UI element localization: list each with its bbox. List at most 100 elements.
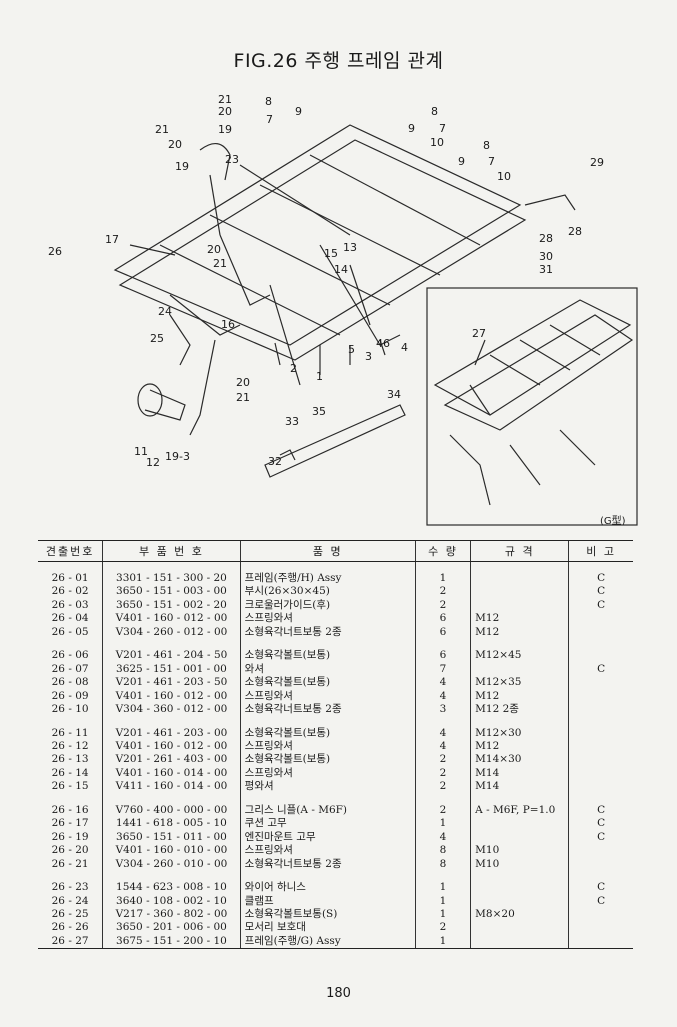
cell-part-name: 평와셔: [239, 780, 416, 794]
cell-part-name: 쿠션 고무: [239, 817, 416, 831]
callout-20: 20: [218, 105, 232, 118]
cell-ref-no: 26 - 17: [51, 817, 89, 830]
callout-30: 30: [539, 250, 553, 263]
cell-spec: M8×20: [470, 907, 569, 922]
spacer-cell: [470, 716, 569, 727]
spacer-cell: [239, 871, 416, 882]
callout-16: 16: [221, 318, 235, 331]
cell-quantity: 4: [414, 726, 471, 740]
cell-spec: [470, 585, 569, 599]
cell-remarks: [568, 907, 633, 922]
spacer-cell: [38, 562, 103, 573]
cell-quantity: 1: [414, 894, 471, 908]
spacer-cell: [568, 716, 633, 727]
cell-part-no: 3625 - 151 - 001 - 00: [102, 662, 241, 677]
spacer-cell: [568, 793, 633, 804]
cell-ref-no: 26 - 15: [51, 780, 89, 793]
callout-20b: 20: [168, 138, 182, 151]
cell-part-name: 소형육각볼트(보통): [239, 676, 416, 690]
spacer-cell: [470, 639, 569, 650]
spacer-cell: [239, 793, 416, 804]
cell-quantity: 2: [414, 921, 471, 935]
cell-ref-no: 26 - 06: [51, 649, 89, 662]
spacer-cell: [102, 716, 241, 727]
cell-part-no: 3650 - 201 - 006 - 00: [102, 921, 241, 935]
cell-remarks: [568, 766, 633, 781]
page-title: FIG.26 주행 프레임 관계: [233, 50, 444, 72]
cell-part-name: 프레임(주행/G) Assy: [239, 934, 416, 950]
cell-ref-no: 26 - 21: [51, 857, 89, 870]
cell-part-no: V760 - 400 - 000 - 00: [102, 803, 241, 818]
cell-quantity: 2: [414, 753, 471, 767]
col-header-remarks: 비 고: [568, 540, 633, 562]
callout-19b: 19: [175, 160, 189, 173]
group-spacer: [38, 716, 633, 727]
cell-remarks: [568, 753, 633, 767]
cell-ref-no: 26 - 04: [51, 612, 89, 625]
cell-spec: M12: [470, 625, 569, 640]
cell-part-no: V401 - 160 - 014 - 00: [102, 766, 241, 781]
cell-spec: [470, 598, 569, 613]
group-spacer: [38, 793, 633, 804]
cell-quantity: 4: [414, 739, 471, 754]
cell-part-name: 소형육각볼트(보통): [239, 649, 416, 663]
cell-remarks: [568, 649, 633, 663]
cell-spec: [470, 894, 569, 908]
cell-quantity: 2: [414, 598, 471, 613]
cell-remarks: [568, 780, 633, 794]
cell-ref-no: 26 - 03: [51, 598, 89, 611]
cell-quantity: 6: [414, 625, 471, 640]
cell-part-name: 소형육각너트보통 2종: [239, 625, 416, 640]
cell-remarks: [568, 726, 633, 740]
cell-part-name: 그리스 니플(A - M6F): [239, 803, 416, 818]
group-spacer: [38, 639, 633, 650]
callout-21c: 21: [213, 257, 227, 270]
cell-remarks: [568, 612, 633, 626]
cell-quantity: 8: [414, 857, 471, 872]
exploded-parts-diagram: 21 20 21 20 19 19 23 8 9 7 8 9 7 10 8 9 …: [48, 93, 638, 526]
cell-remarks: C: [568, 830, 633, 845]
spacer-cell: [470, 871, 569, 882]
cell-part-name: 부시(26×30×45): [239, 585, 416, 599]
spacer-cell: [102, 871, 241, 882]
cell-ref-no: 26 - 14: [51, 766, 89, 779]
cell-spec: M12: [470, 612, 569, 626]
cell-spec: [470, 921, 569, 935]
cell-quantity: 4: [414, 830, 471, 845]
callout-14: 14: [334, 263, 348, 276]
cell-part-name: 와셔: [239, 662, 416, 677]
cell-quantity: 1: [414, 817, 471, 831]
callout-35: 35: [312, 405, 326, 418]
cell-part-no: V201 - 461 - 203 - 00: [102, 726, 241, 740]
cell-spec: M14: [470, 766, 569, 781]
cell-quantity: 1: [414, 572, 471, 586]
cell-ref-no: 26 - 05: [51, 625, 89, 638]
cell-spec: [470, 881, 569, 895]
spacer-cell: [470, 561, 569, 572]
col-header-quantity: 수 량: [414, 540, 471, 562]
cell-part-name: 소형육각볼트(보통): [239, 753, 416, 767]
cell-part-name: 스프링와셔: [239, 612, 416, 626]
cell-part-name: 엔진마운트 고무: [239, 830, 416, 845]
cell-spec: M12: [470, 739, 569, 754]
cell-part-no: V411 - 160 - 014 - 00: [102, 780, 241, 794]
cell-part-name: 소형육각너트보통 2종: [239, 703, 416, 717]
cell-remarks: C: [568, 585, 633, 599]
cell-part-no: V401 - 160 - 012 - 00: [102, 739, 241, 754]
cell-part-no: V401 - 160 - 010 - 00: [102, 844, 241, 858]
callout-9: 9: [295, 105, 302, 118]
cell-part-name: 크로울러가이드(후): [239, 598, 416, 613]
callout-3: 3: [365, 350, 372, 363]
cell-spec: [470, 830, 569, 845]
